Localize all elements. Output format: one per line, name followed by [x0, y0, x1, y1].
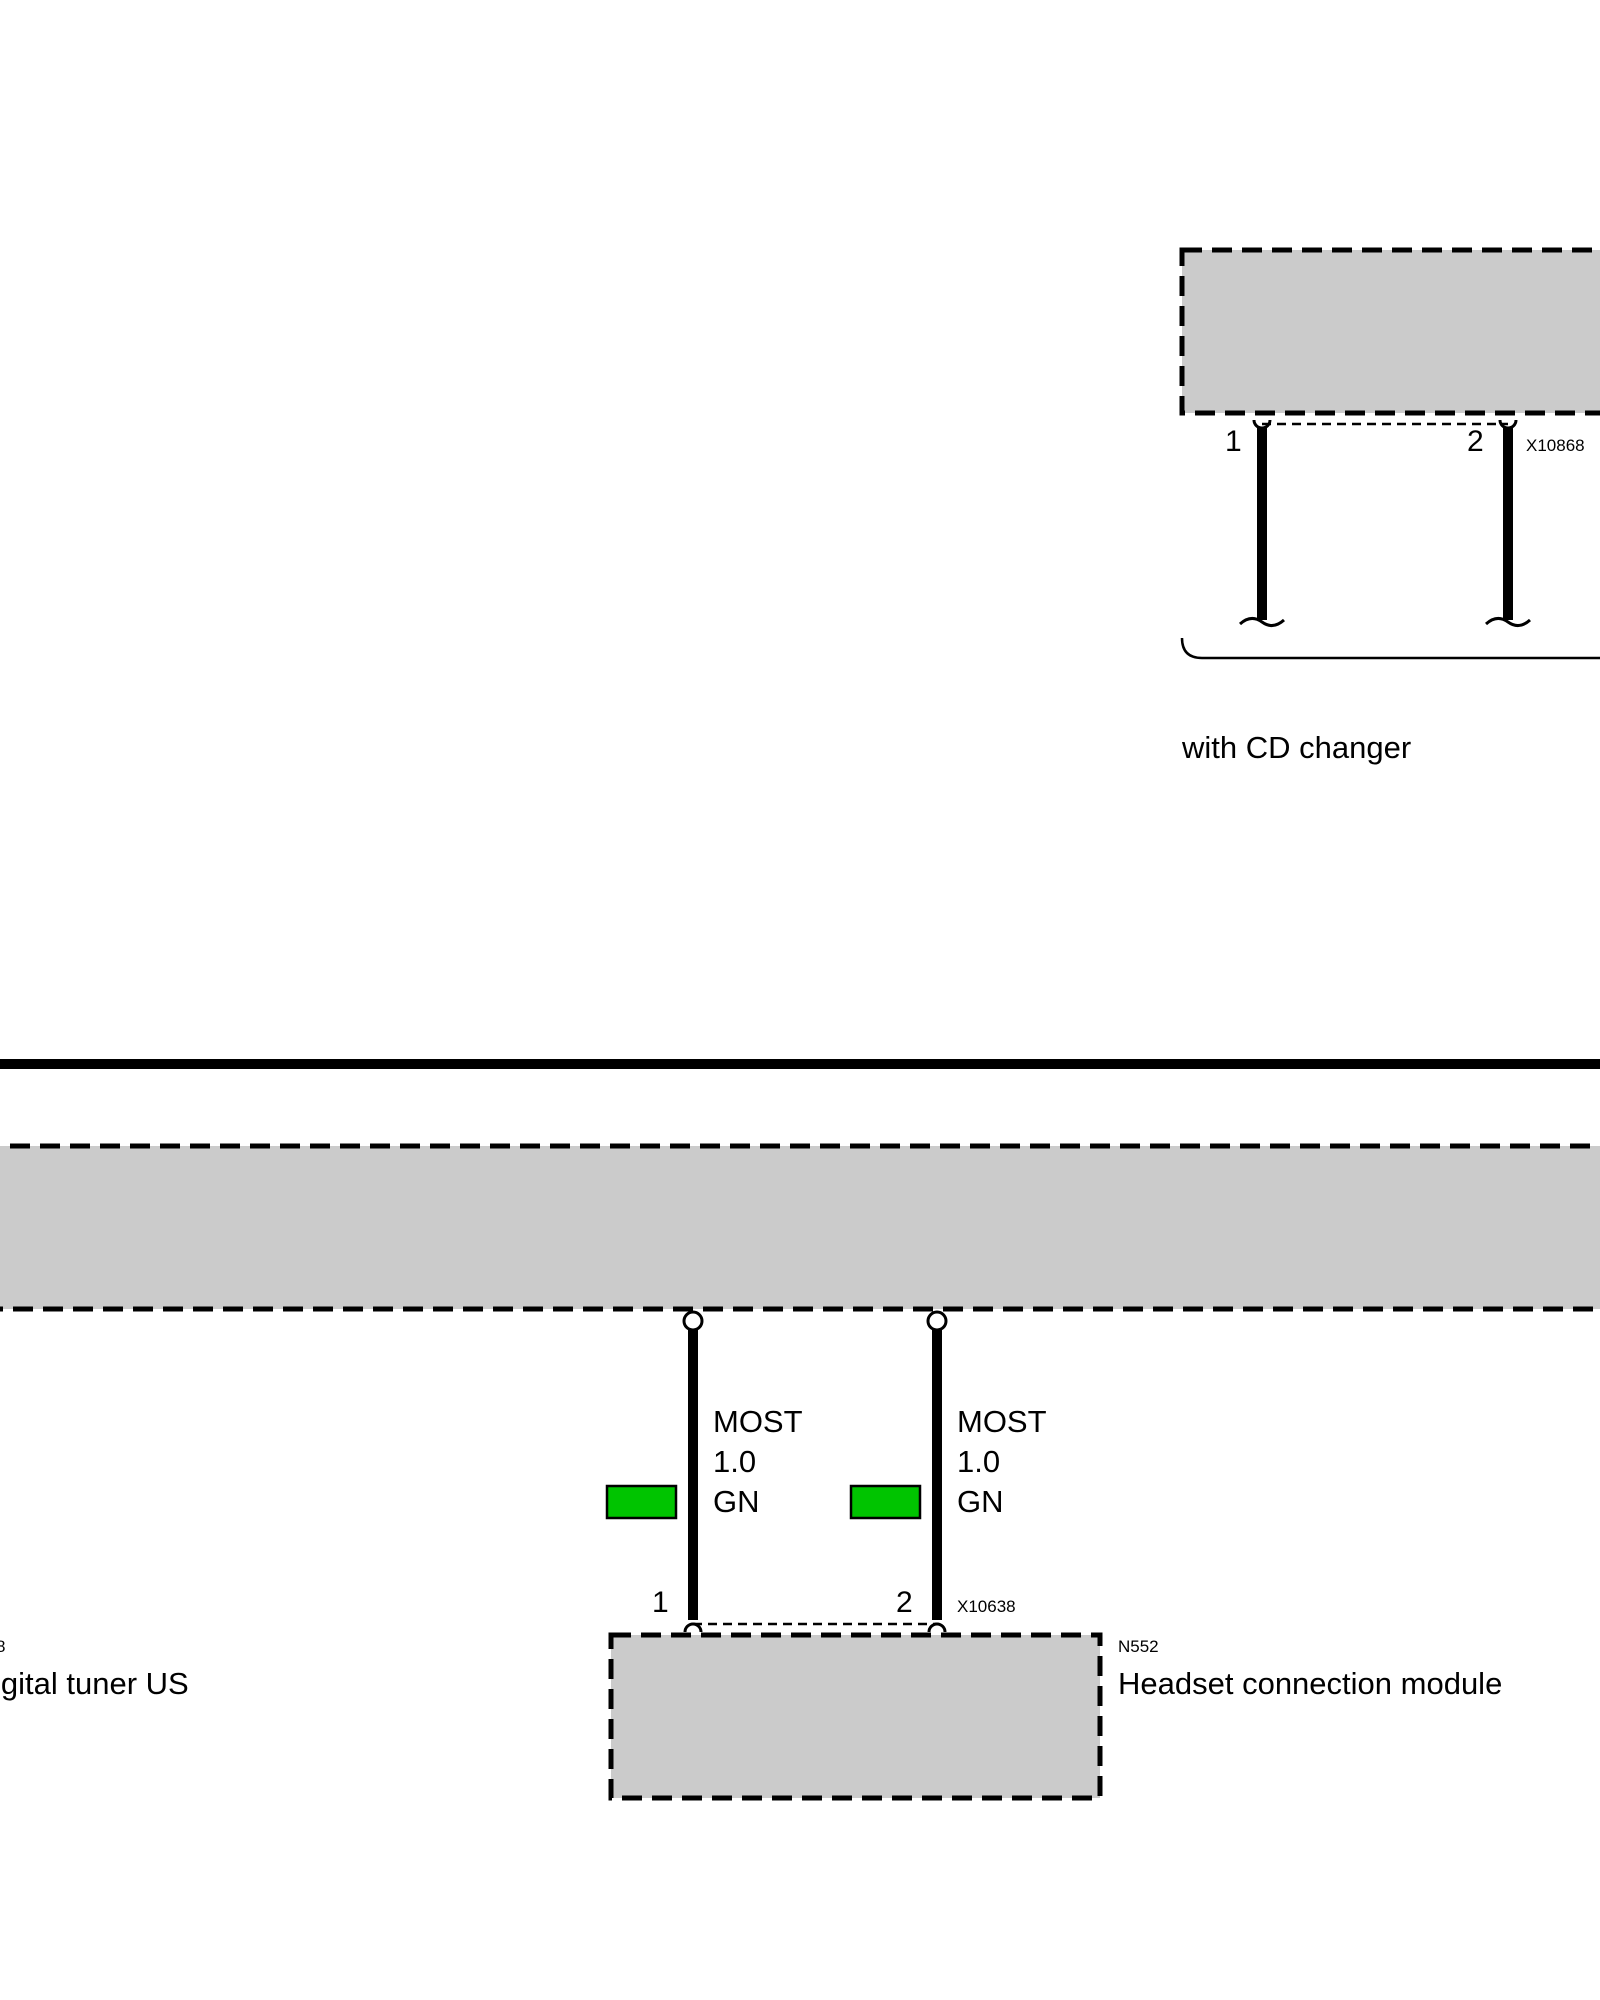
headset-pin-2-hook — [927, 1622, 947, 1633]
headset-pin-1-label: 1 — [652, 1586, 669, 1619]
tuner-module-box[interactable] — [0, 1143, 1600, 1312]
headset-module-group: 1 2 X10638 N552 Headset connection modul… — [608, 1586, 1502, 1801]
wire-1-label-size: 1.0 — [713, 1444, 756, 1479]
wire-1-label-type: MOST — [713, 1404, 803, 1439]
headset-module-code-label: N552 — [1118, 1637, 1159, 1656]
headset-pin-2-label: 2 — [896, 1586, 913, 1619]
cd-changer-pin-2-label: 2 — [1467, 425, 1484, 458]
cd-changer-pin-1-label: 1 — [1225, 425, 1242, 458]
tuner-code-label: 8 — [0, 1637, 5, 1656]
wire-1-color-swatch — [605, 1484, 678, 1520]
cd-changer-pin-2-hook — [1498, 419, 1518, 430]
cd-changer-wire-2-break — [1484, 617, 1532, 627]
wire-2-label-color: GN — [957, 1484, 1004, 1519]
cd-changer-connector-label: X10868 — [1526, 436, 1585, 455]
wire-2-color-swatch — [849, 1484, 922, 1520]
cd-changer-group: 1 2 X10868 with CD changer — [1179, 247, 1600, 765]
wire-2-top-terminal — [926, 1310, 948, 1332]
wire-2-label-size: 1.0 — [957, 1444, 1000, 1479]
wire-group: MOST 1.0 GN MOST 1.0 GN — [605, 1310, 1047, 1620]
cd-changer-wire-1-break — [1238, 617, 1286, 627]
headset-pin-1-hook — [683, 1622, 703, 1633]
tuner-group: 8 igital tuner US — [0, 1143, 1600, 1701]
headset-module-box[interactable] — [608, 1632, 1103, 1801]
headset-module-name-label: Headset connection module — [1118, 1666, 1502, 1701]
cd-changer-option-bracket — [1180, 637, 1600, 660]
wire-2-label-type: MOST — [957, 1404, 1047, 1439]
wire-1-label-color: GN — [713, 1484, 760, 1519]
wire-1-top-terminal — [682, 1310, 704, 1332]
headset-connector-label: X10638 — [957, 1597, 1016, 1616]
tuner-name-label: igital tuner US — [0, 1666, 189, 1701]
cd-changer-pin-1-hook — [1252, 419, 1272, 430]
cd-changer-option-label: with CD changer — [1181, 730, 1411, 765]
cd-changer-module-box[interactable] — [1179, 247, 1600, 416]
